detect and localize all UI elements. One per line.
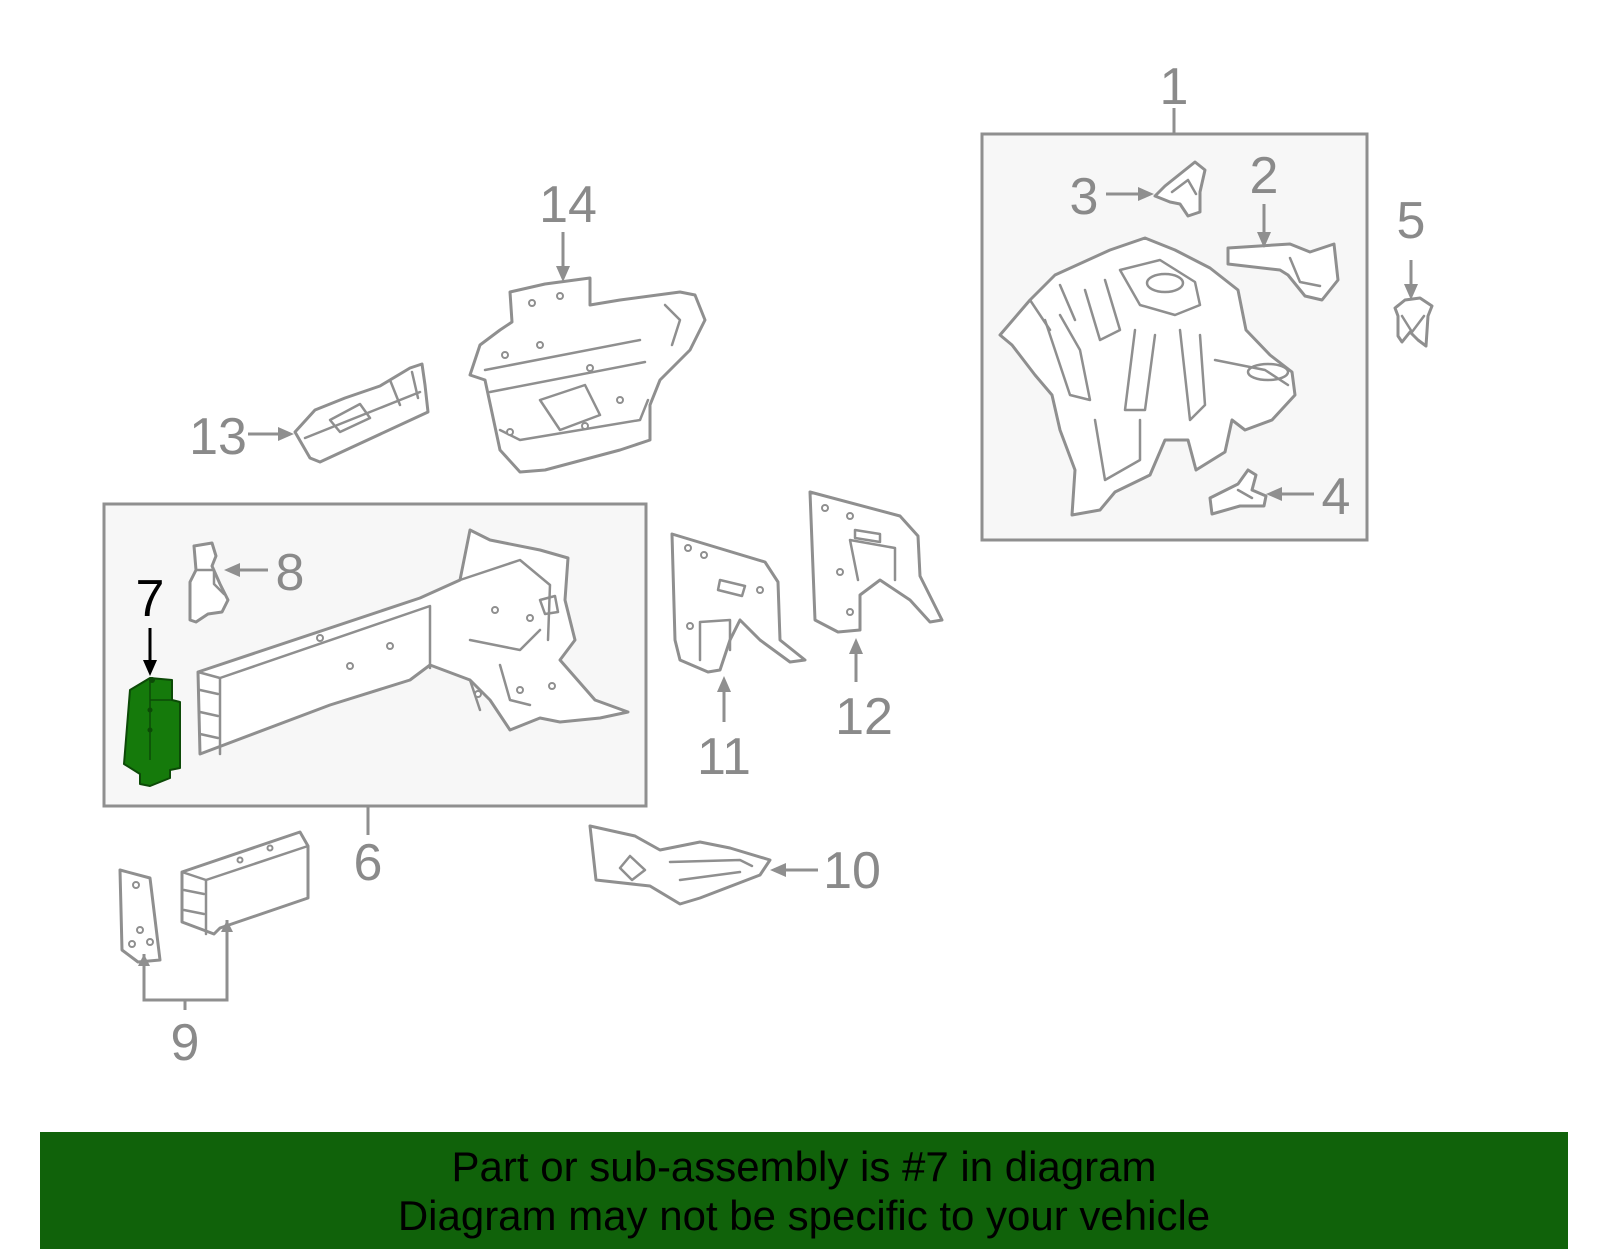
part-13-bracket[interactable] <box>293 362 430 464</box>
part-7-highlighted-bracket[interactable] <box>123 677 181 787</box>
part-9-extension-box[interactable] <box>180 830 310 936</box>
part-4-clip[interactable] <box>1208 468 1268 516</box>
part-5-fastener[interactable] <box>1393 296 1434 348</box>
part-6-side-member[interactable] <box>196 528 630 756</box>
part-9-plate[interactable] <box>118 868 162 964</box>
info-banner: Part or sub-assembly is #7 in diagram Di… <box>40 1132 1568 1249</box>
part-8-bracket[interactable] <box>188 541 230 624</box>
callout-14: 14 <box>539 176 597 234</box>
callout-1: 1 <box>1160 58 1189 116</box>
part-12-bracket[interactable] <box>808 490 944 634</box>
callout-8: 8 <box>276 544 305 602</box>
callout-4: 4 <box>1322 468 1351 526</box>
callout-13: 13 <box>189 408 247 466</box>
callout-2: 2 <box>1250 147 1279 205</box>
part-3-bracket[interactable] <box>1153 160 1207 218</box>
callout-3: 3 <box>1070 168 1099 226</box>
callout-11: 11 <box>697 728 751 786</box>
callout-7: 7 <box>136 570 165 628</box>
callout-5: 5 <box>1397 192 1426 250</box>
callout-9: 9 <box>171 1014 200 1072</box>
part-2-bracket[interactable] <box>1226 242 1340 302</box>
banner-line-1: Part or sub-assembly is #7 in diagram <box>451 1143 1157 1190</box>
part-11-bracket[interactable] <box>670 532 807 674</box>
part-10-floor-bracket[interactable] <box>588 824 772 906</box>
part-14-upper-apron[interactable] <box>468 276 707 474</box>
part-1-wheelhouse-assembly[interactable] <box>998 236 1297 517</box>
callout-12: 12 <box>835 688 893 746</box>
callout-6: 6 <box>354 834 383 892</box>
callout-10: 10 <box>823 842 881 900</box>
banner-line-2: Diagram may not be specific to your vehi… <box>397 1192 1211 1239</box>
